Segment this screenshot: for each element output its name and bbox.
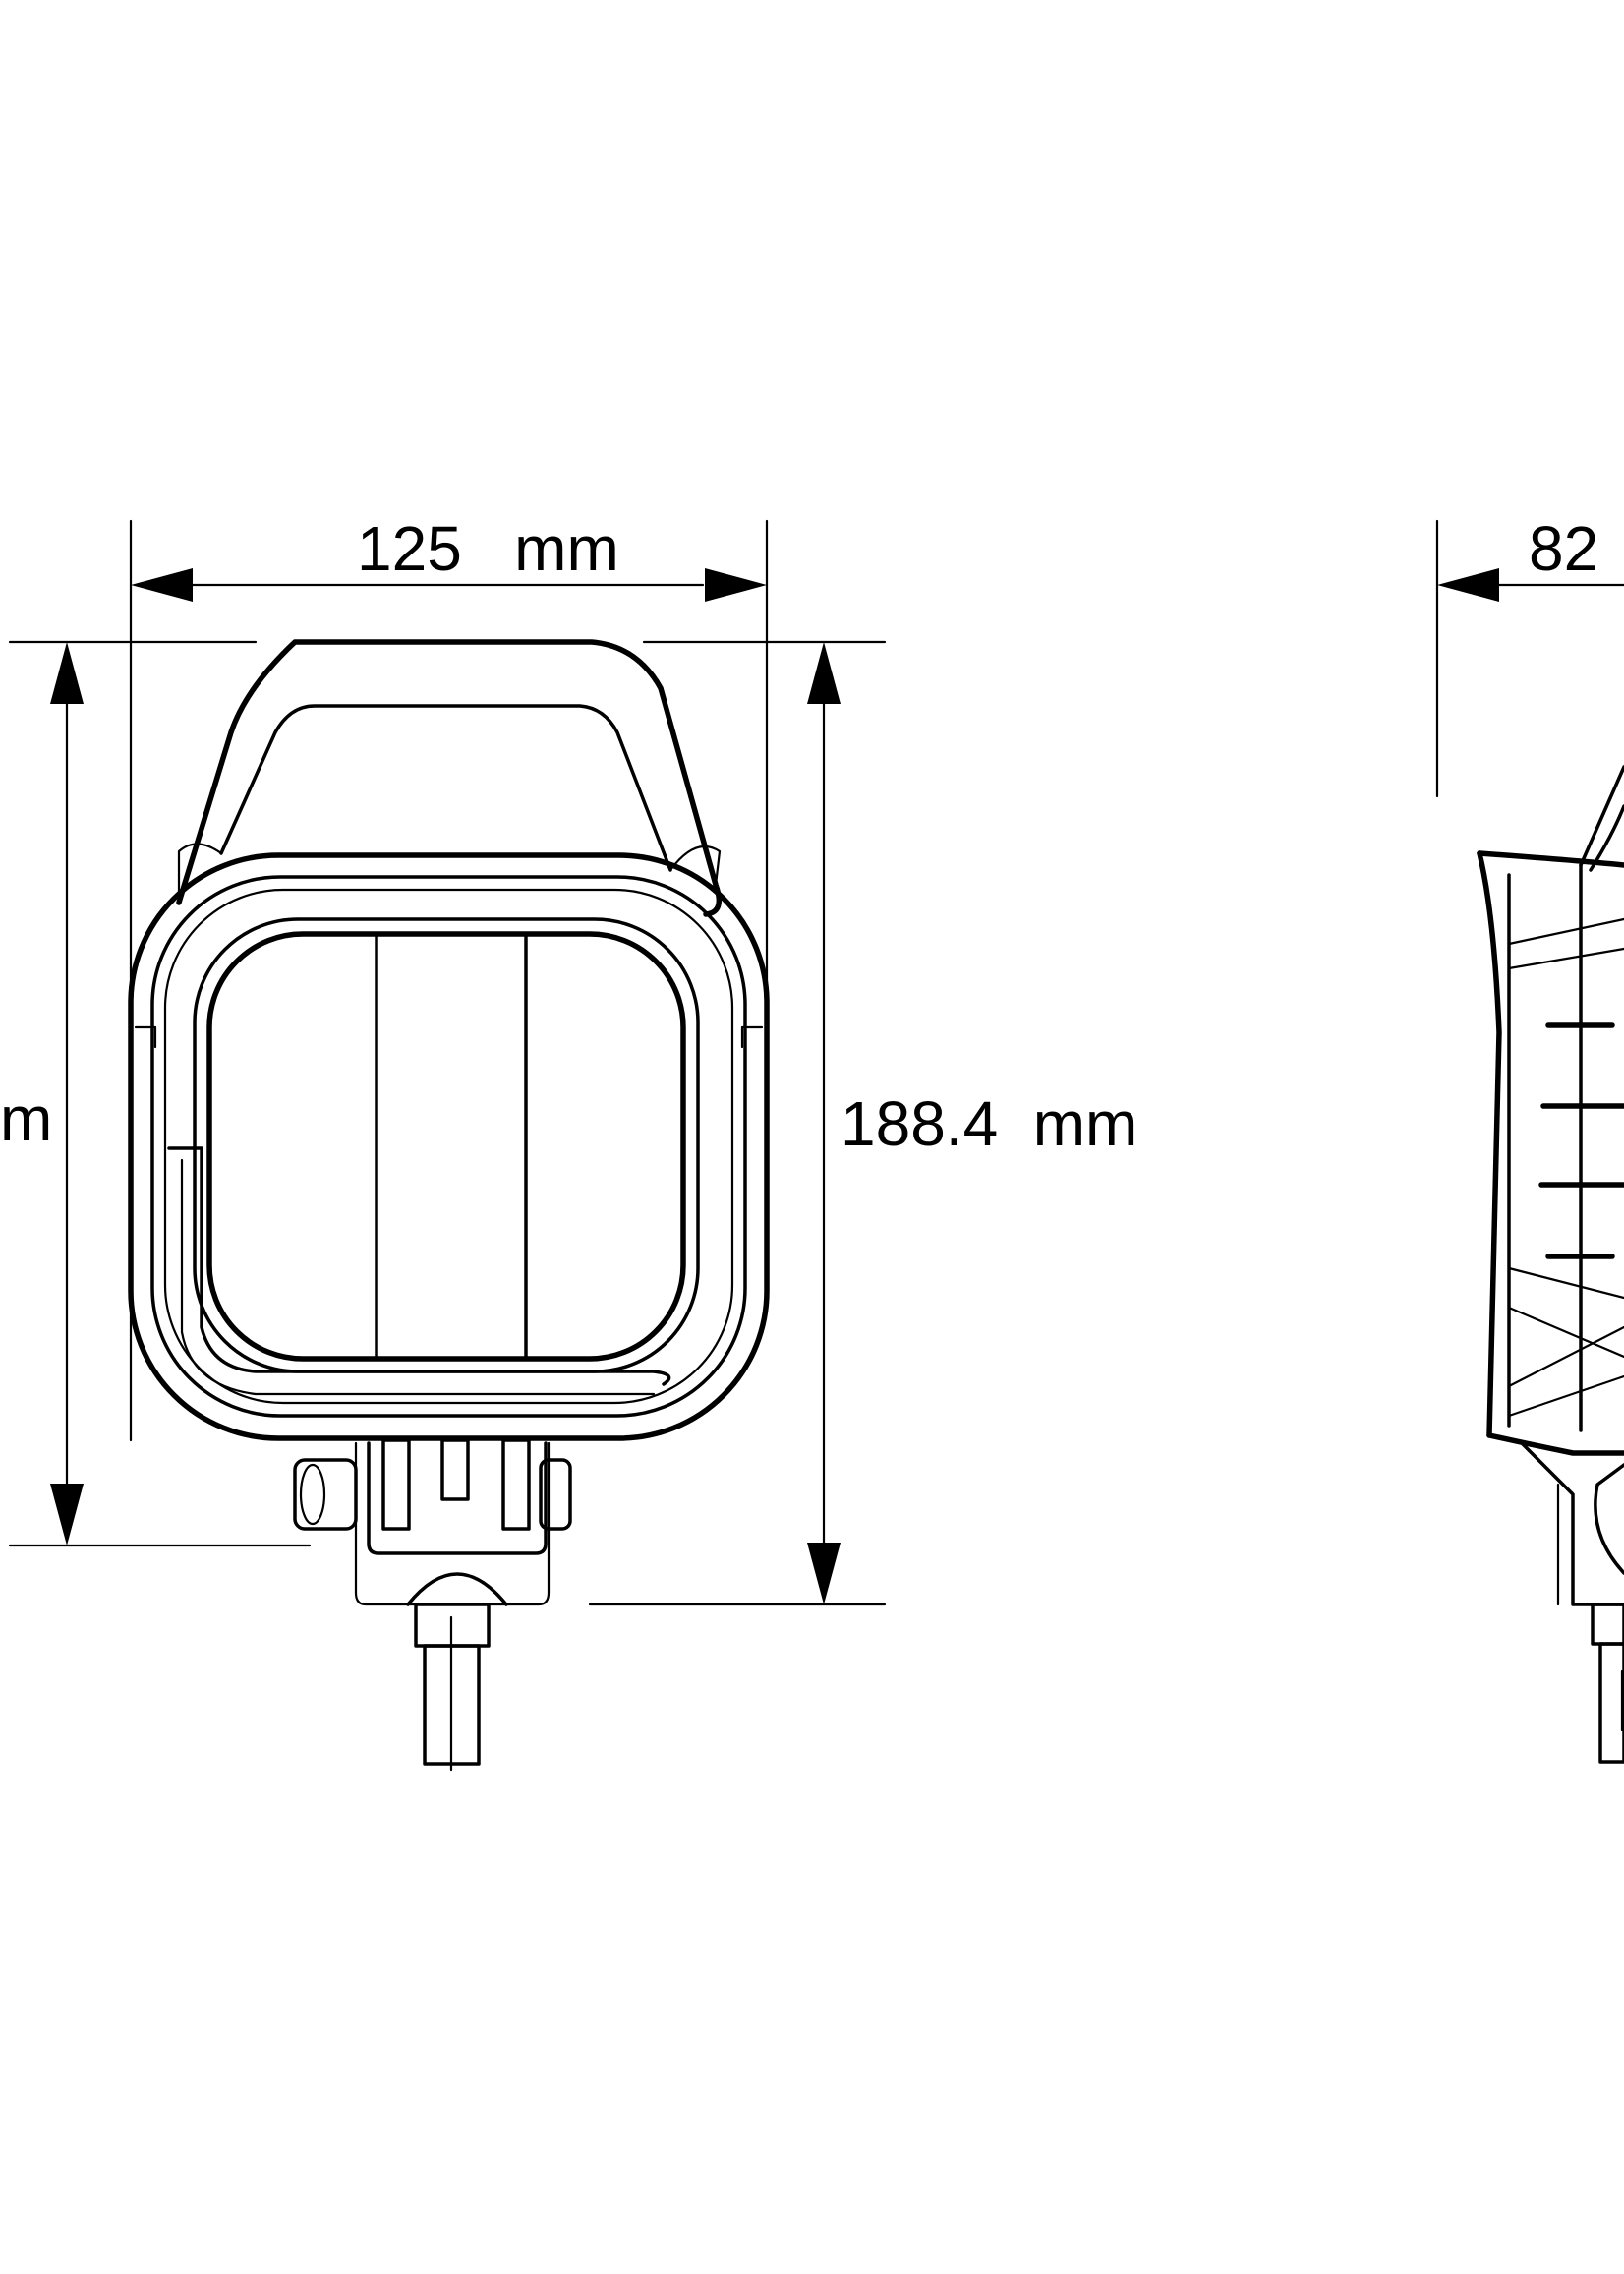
housing-inner-2: [163, 888, 734, 1405]
arrowhead-down: [807, 1543, 841, 1604]
arrowhead-down-left: [50, 1484, 84, 1545]
lens-frame: [193, 917, 700, 1373]
mount-bracket: [293, 1438, 572, 1772]
housing-outer: [128, 852, 770, 1441]
arrowhead-side: [1437, 568, 1499, 602]
arrowhead-up: [807, 642, 841, 704]
handle: [176, 639, 723, 917]
height-label: 188.4 mm: [841, 1088, 1137, 1159]
housing-inner: [150, 875, 747, 1418]
height-dimension-left: [8, 640, 312, 1547]
lens: [206, 931, 686, 1362]
arrowhead-left: [131, 568, 193, 602]
height-left-label: m: [0, 1083, 52, 1154]
depth-label: 82: [1529, 513, 1598, 584]
arrowhead-up-left: [50, 642, 84, 704]
front-view: [128, 639, 770, 1772]
width-dimension: [129, 519, 769, 1442]
arrowhead-right: [705, 568, 767, 602]
height-dimension-right: [588, 640, 887, 1606]
side-view: [1435, 519, 1624, 1764]
width-label: 125 mm: [357, 513, 619, 584]
